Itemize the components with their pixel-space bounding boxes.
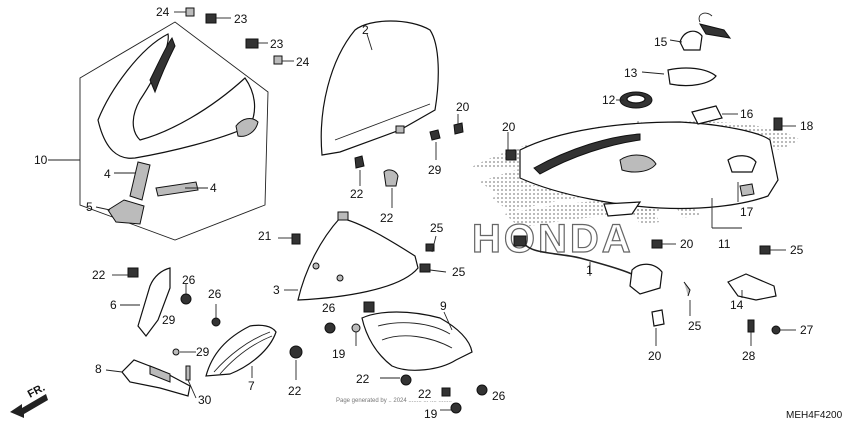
label-22f: 22 xyxy=(418,387,432,401)
label-4b: 4 xyxy=(210,181,217,195)
label-29b: 29 xyxy=(196,345,210,359)
honda-watermark-text: HONDA xyxy=(472,217,634,261)
diagram-code: MEH4F4200 xyxy=(786,410,843,421)
part-13-cap xyxy=(667,67,717,87)
label-25a: 25 xyxy=(430,221,444,235)
part-2-windscreen xyxy=(320,20,464,208)
label-24b: 24 xyxy=(296,55,310,69)
part-15-lock xyxy=(679,30,703,51)
label-2: 2 xyxy=(362,23,369,37)
label-26a: 26 xyxy=(182,273,196,287)
part-5-pad xyxy=(107,199,145,225)
clips-25-middle xyxy=(419,235,447,273)
label-25d: 25 xyxy=(790,243,804,257)
label-16: 16 xyxy=(740,107,754,121)
label-21: 21 xyxy=(258,229,272,243)
label-26c: 26 xyxy=(322,301,336,315)
label-22e: 22 xyxy=(356,372,370,386)
parts-12-13-15-16 xyxy=(616,12,738,125)
label-20d: 20 xyxy=(648,349,662,363)
parts-14-27-28 xyxy=(727,245,796,346)
label-17: 17 xyxy=(740,205,754,219)
label-6: 6 xyxy=(110,298,117,312)
part-8-bracket xyxy=(105,348,197,399)
part-14-bracket xyxy=(727,273,777,301)
label-25b: 25 xyxy=(452,265,466,279)
label-23b: 23 xyxy=(270,37,284,51)
label-28: 28 xyxy=(742,349,756,363)
assembly-boundary xyxy=(79,21,269,241)
label-19b: 19 xyxy=(424,407,438,421)
side-cover xyxy=(205,324,277,377)
footer-note: Page generated by .. 2024 ........ ... .… xyxy=(336,398,452,404)
label-10: 10 xyxy=(34,153,48,167)
part-number-labels: 1 2 3 4 4 5 6 7 8 9 10 11 12 13 14 15 16… xyxy=(34,5,814,421)
label-9: 9 xyxy=(440,299,447,313)
lower-cowl xyxy=(361,311,473,371)
label-4a: 4 xyxy=(104,167,111,181)
label-18: 18 xyxy=(800,119,814,133)
label-15: 15 xyxy=(654,35,668,49)
label-26d: 26 xyxy=(492,389,506,403)
windscreen xyxy=(320,20,439,156)
part-4-rubber-b xyxy=(155,181,199,197)
label-3: 3 xyxy=(273,283,280,297)
label-8: 8 xyxy=(95,362,102,376)
part-9-lower-cowl xyxy=(324,301,488,414)
label-27: 27 xyxy=(800,323,814,337)
cable-latch xyxy=(629,263,663,295)
bracket xyxy=(137,267,171,337)
part-16-plate xyxy=(691,105,723,125)
part-4-rubber-a xyxy=(129,161,151,201)
label-22d: 22 xyxy=(288,384,302,398)
front-arrow-icon xyxy=(10,394,48,418)
part-7-side-cover xyxy=(205,304,303,380)
label-7: 7 xyxy=(248,379,255,393)
label-25c: 25 xyxy=(688,319,702,333)
label-1: 1 xyxy=(586,263,593,277)
label-11: 11 xyxy=(718,237,731,251)
label-12: 12 xyxy=(602,93,616,107)
label-26b: 26 xyxy=(208,287,222,301)
label-13: 13 xyxy=(624,66,638,80)
label-22c: 22 xyxy=(380,211,394,225)
label-22a: 22 xyxy=(92,268,106,282)
lower-bracket xyxy=(121,359,191,397)
label-23a: 23 xyxy=(234,12,248,26)
label-29c: 29 xyxy=(428,163,442,177)
hardware-23-24 xyxy=(174,7,294,65)
part-6-bracket xyxy=(112,267,192,337)
upper-cowl xyxy=(97,33,256,159)
label-20c: 20 xyxy=(680,237,694,251)
inner-cover xyxy=(297,217,419,301)
label-20a: 20 xyxy=(456,100,470,114)
label-14: 14 xyxy=(730,298,744,312)
front-direction-indicator: FR. xyxy=(10,382,48,418)
part-1-cable xyxy=(513,235,691,346)
label-24a: 24 xyxy=(156,5,170,19)
cowl-stripe xyxy=(149,36,176,94)
label-30: 30 xyxy=(198,393,212,407)
cowl-mount xyxy=(235,118,259,137)
label-19a: 19 xyxy=(332,347,346,361)
label-20b: 20 xyxy=(502,120,516,134)
label-22b: 22 xyxy=(350,187,364,201)
part-11-tank-cover xyxy=(505,117,796,249)
part-10-upper-cowl-group xyxy=(48,21,269,241)
part-3-inner-cover xyxy=(278,211,419,301)
label-29a: 29 xyxy=(162,313,176,327)
label-5: 5 xyxy=(86,200,93,214)
